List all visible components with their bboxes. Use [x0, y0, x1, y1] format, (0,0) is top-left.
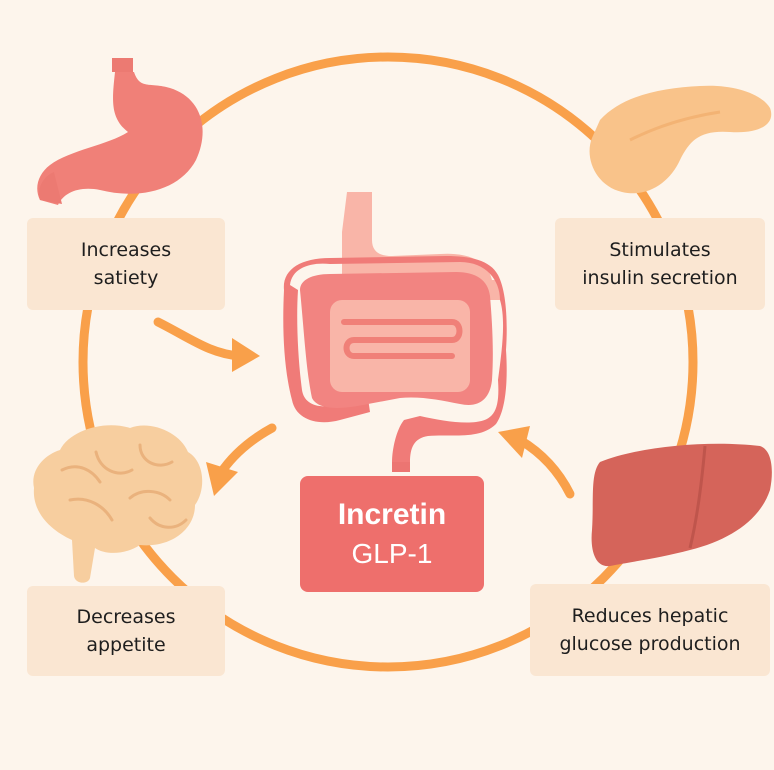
glucose-line-2: glucose production: [559, 633, 741, 655]
arrow-satiety-to-gut: [153, 317, 260, 372]
stimulates-insulin-label: Stimulates insulin secretion: [555, 218, 765, 310]
arrow-liver-to-gut: [498, 426, 575, 499]
decreases-appetite-label: Decreases appetite: [27, 586, 225, 676]
satiety-line-1: Increases: [80, 239, 172, 261]
stomach-icon: [37, 58, 203, 205]
insulin-line-1: Stimulates: [609, 239, 711, 261]
liver-icon: [591, 443, 772, 567]
center-title: Incretin: [337, 498, 447, 531]
arrow-gut-to-brain: [206, 423, 277, 496]
center-subtitle: GLP-1: [351, 538, 433, 569]
increases-satiety-label: Increases satiety: [27, 218, 225, 310]
satiety-line-2: satiety: [93, 267, 159, 289]
brain-icon: [33, 425, 203, 583]
appetite-line-2: appetite: [86, 634, 166, 656]
appetite-line-1: Decreases: [76, 606, 176, 628]
reduces-glucose-label: Reduces hepatic glucose production: [530, 584, 770, 676]
cycle-ring: [78, 52, 698, 672]
incretin-glp1-box: Incretin GLP-1: [300, 476, 484, 592]
glucose-line-1: Reduces hepatic: [571, 605, 729, 627]
pancreas-icon: [589, 85, 772, 194]
intestine-icon: [283, 192, 507, 472]
insulin-line-2: insulin secretion: [582, 267, 738, 289]
